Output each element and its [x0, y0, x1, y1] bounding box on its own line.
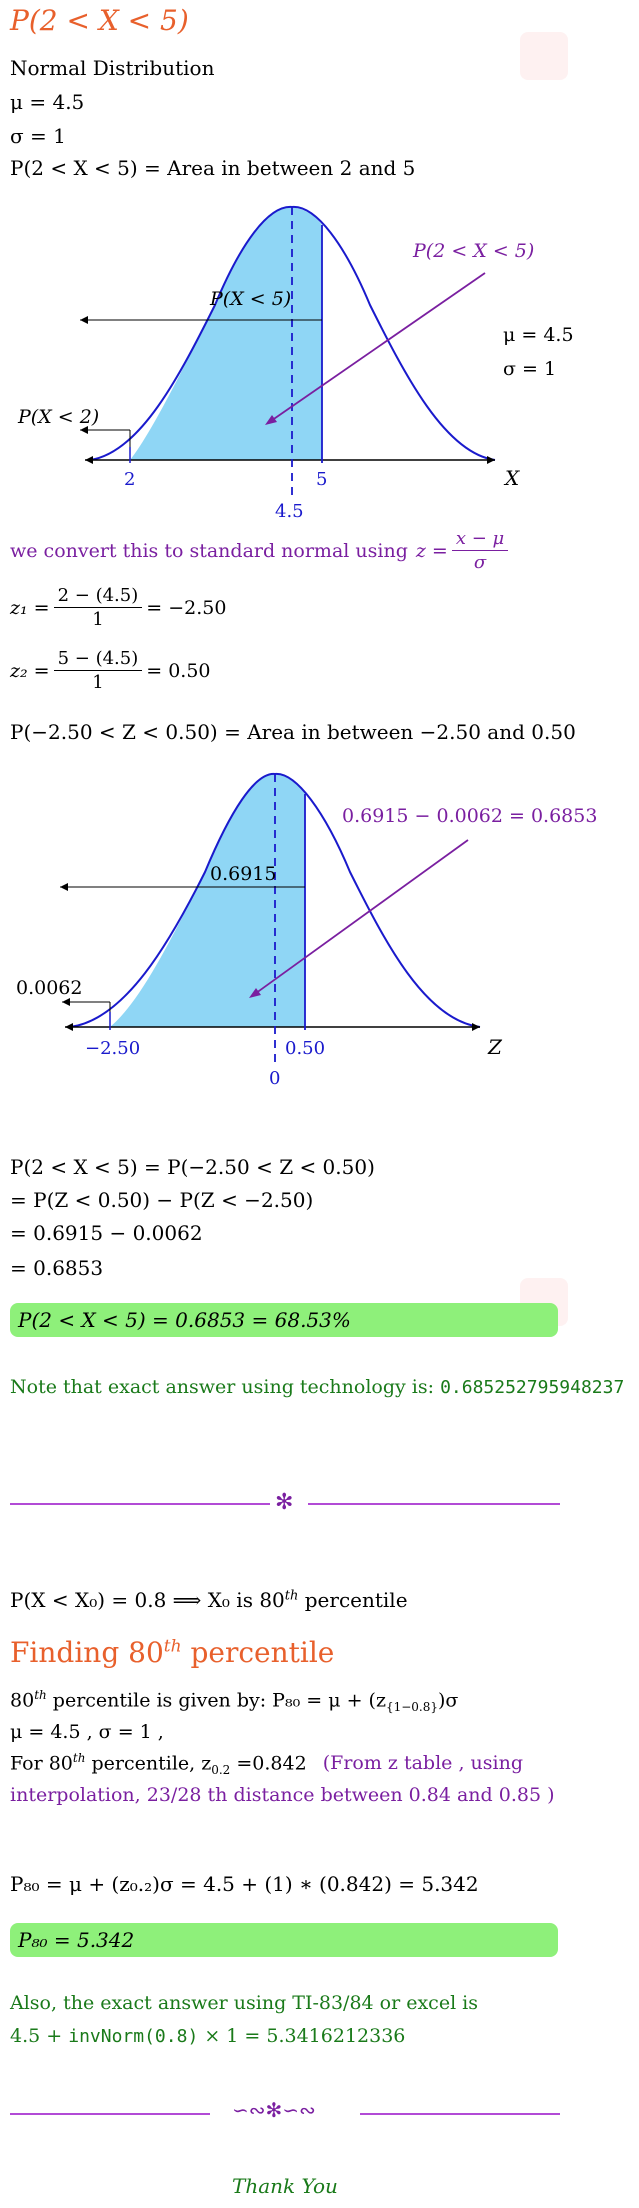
z1-calculation: z₁ = 2 − (4.5)1 = −2.50: [10, 585, 227, 630]
interpolation-note: interpolation, 23/28 th distance between…: [10, 1784, 555, 1806]
standard-normal-graph: 0.6915 − 0.0062 = 0.6853 0.6915 0.0062 −…: [16, 772, 597, 1089]
divider-2-ornament: ∽∾✻∽∾: [232, 2098, 316, 2122]
divider-left: [10, 1503, 270, 1505]
thank-you: Thank You: [232, 2174, 338, 2198]
normal-curve-graph: P(2 < X < 5) P(X < 5) P(X < 2) μ = 4.5 σ…: [17, 205, 574, 522]
graph1-tick-mean: 4.5: [275, 501, 304, 522]
divider-2-left: [10, 2113, 210, 2115]
answer-2-highlight: [10, 1923, 558, 1957]
answer-1-highlight: [10, 1303, 558, 1337]
graph2-small-label: 0.0062: [16, 977, 82, 999]
graph1-tick-5: 5: [316, 469, 327, 490]
graph2-tick-neg: −2.50: [85, 1038, 140, 1059]
calc-line-3: = 0.6915 − 0.0062: [10, 1221, 203, 1245]
sigma-label: σ = 1: [10, 124, 66, 148]
between-arrow-2: [251, 839, 469, 997]
graph2-tick-pos: 0.50: [285, 1038, 325, 1059]
graph2-between-label: 0.6915 − 0.0062 = 0.6853: [342, 805, 597, 827]
shaded-area-2: [110, 773, 305, 1027]
mean-label: μ = 4.5: [10, 90, 85, 114]
z-area-statement: P(−2.50 < Z < 0.50) = Area in between −2…: [10, 720, 576, 744]
answer-1: P(2 < X < 5) = 0.6853 = 68.53%: [18, 1308, 351, 1332]
divider-right: [308, 1503, 560, 1505]
graph1-less2-label: P(X < 2): [17, 406, 99, 428]
percentile-z-value: For 80th percentile, z0.2 =0.842 (From z…: [10, 1751, 523, 1778]
between-arrow: [267, 272, 486, 424]
divider-2-right: [360, 2113, 560, 2115]
graph2-left-label: 0.6915: [210, 863, 276, 885]
graph2-axis-label: Z: [487, 1035, 503, 1059]
calc-line-4: = 0.6853: [10, 1256, 104, 1280]
page-title: P(2 < X < 5): [10, 4, 189, 37]
watermark-badge: [520, 32, 568, 80]
percentile-intro: P(X < X₀) = 0.8 ⟹ X₀ is 80th percentile: [10, 1588, 408, 1612]
graph1-tick-2: 2: [124, 469, 135, 490]
exact-answer-line-2: 4.5 + invNorm(0.8) × 1 = 5.3416212336: [10, 2025, 406, 2047]
percentile-formula-line: 80th percentile is given by: P₈₀ = μ + (…: [10, 1688, 459, 1715]
technology-value: 0.685252795948237: [440, 1377, 625, 1398]
graph1-between-label: P(2 < X < 5): [412, 240, 534, 262]
calc-line-1: P(2 < X < 5) = P(−2.50 < Z < 0.50): [10, 1155, 375, 1179]
exact-answer-line-1: Also, the exact answer using TI-83/84 or…: [10, 1992, 479, 2014]
graph1-less5-label: P(X < 5): [209, 288, 291, 310]
graph2-tick-mean: 0: [269, 1068, 280, 1089]
shaded-area: [130, 206, 322, 460]
distribution-label: Normal Distribution: [10, 56, 215, 80]
technology-note: Note that exact answer using technology …: [10, 1376, 625, 1398]
invnorm-code: invNorm(0.8): [68, 2026, 199, 2047]
percentile-params: μ = 4.5 , σ = 1 ,: [10, 1721, 164, 1743]
answer-2: P₈₀ = 5.342: [18, 1928, 135, 1952]
percentile-calculation: P₈₀ = μ + (z₀.₂)σ = 4.5 + (1) ∗ (0.842) …: [10, 1872, 479, 1896]
calc-line-2: = P(Z < 0.50) − P(Z < −2.50): [10, 1188, 314, 1212]
z2-calculation: z₂ = 5 − (4.5)1 = 0.50: [10, 648, 211, 693]
percentile-title: Finding 80th percentile: [10, 1636, 335, 1669]
graph1-sigma-label: σ = 1: [503, 358, 556, 380]
convert-statement: we convert this to standard normal using…: [10, 528, 512, 573]
divider-ornament: ✻: [275, 1490, 294, 1515]
area-statement: P(2 < X < 5) = Area in between 2 and 5: [10, 156, 416, 180]
graph1-axis-label: X: [503, 466, 520, 490]
graph1-mu-label: μ = 4.5: [503, 324, 574, 346]
